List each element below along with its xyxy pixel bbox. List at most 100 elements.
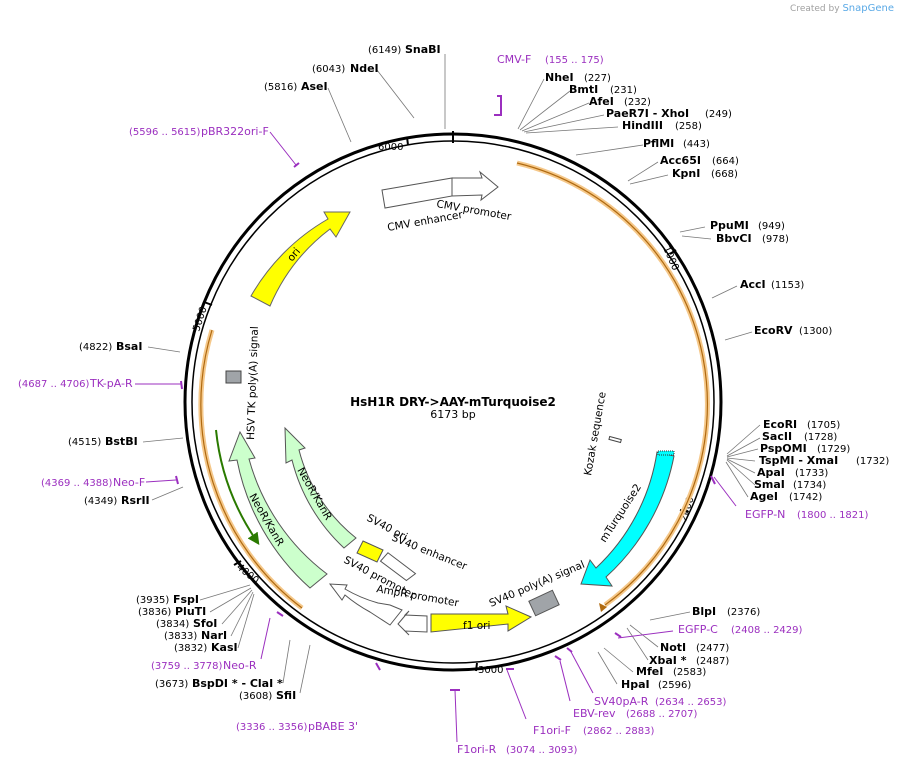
site-hindiii[interactable]: HindIII (258) bbox=[622, 119, 702, 132]
site-hindiii-position: (258) bbox=[675, 121, 702, 132]
site-tspmi-xmai-position: (1732) bbox=[856, 456, 889, 467]
tick-3000: 3000 bbox=[478, 665, 503, 676]
site-sfoi[interactable]: (3834)SfoI bbox=[156, 617, 217, 630]
site-bsai[interactable]: (4822) BsaI bbox=[79, 340, 142, 353]
primer-tk-pa-r-label: TK-pA-R bbox=[89, 377, 133, 390]
site-agei[interactable]: AgeI(1742) bbox=[750, 490, 822, 503]
site-smai[interactable]: SmaI(1734) bbox=[754, 478, 826, 491]
site-snabi-label: SnaBI bbox=[405, 43, 441, 56]
site-pspomi[interactable]: PspOMI (1729) bbox=[760, 442, 850, 455]
site-hpai[interactable]: HpaI(2596) bbox=[621, 678, 691, 691]
feature-ori: ori bbox=[250, 211, 351, 307]
site-tspmi-xmai[interactable]: TspMI - XmaI (1732) bbox=[759, 454, 889, 467]
site-xbai[interactable]: XbaI *(2487) bbox=[649, 654, 729, 667]
orf-arcs bbox=[198, 160, 710, 612]
site-tspmi-xmai-label: TspMI - XmaI bbox=[759, 454, 838, 467]
site-bmti[interactable]: BmtI(231) bbox=[569, 83, 637, 96]
primer-egfp-n[interactable]: EGFP-N(1800 .. 1821) bbox=[745, 508, 869, 521]
site-noti[interactable]: NotI(2477) bbox=[660, 641, 729, 654]
site-nari-position: (3833) bbox=[164, 631, 197, 642]
primer-pbabe-3-position: (3336 .. 3356) bbox=[236, 722, 308, 733]
primer-neo-r[interactable]: (3759 .. 3778)Neo-R bbox=[151, 659, 257, 672]
site-agei-position: (1742) bbox=[789, 492, 822, 503]
primer-pbabe-3[interactable]: (3336 .. 3356)pBABE 3' bbox=[236, 720, 358, 733]
site-pflmi-position: (443) bbox=[683, 139, 710, 150]
site-blpi-position: (2376) bbox=[727, 607, 760, 618]
primer-f1ori-r[interactable]: F1ori-R(3074 .. 3093) bbox=[457, 743, 578, 756]
site-nari[interactable]: (3833)NarI bbox=[164, 629, 227, 642]
primer-tk-pa-r-position: (4687 .. 4706) bbox=[18, 379, 90, 390]
site-ecori-label: EcoRI bbox=[763, 418, 797, 431]
site-bbvci-label: BbvCI bbox=[716, 232, 752, 245]
site-bbvci[interactable]: BbvCI(978) bbox=[716, 232, 789, 245]
site-nhei-label: NheI bbox=[545, 71, 574, 84]
primer-neo-f[interactable]: (4369 .. 4388)Neo-F bbox=[41, 476, 145, 489]
site-asei-label: AseI bbox=[301, 80, 328, 93]
site-afei[interactable]: AfeI(232) bbox=[589, 95, 651, 108]
primer-tk-pa-r[interactable]: (4687 .. 4706)TK-pA-R bbox=[18, 377, 133, 390]
site-apai-position: (1733) bbox=[795, 468, 828, 479]
site-mfei[interactable]: MfeI(2583) bbox=[636, 665, 706, 678]
site-acc65i[interactable]: Acc65I(664) bbox=[660, 154, 739, 167]
site-bspdi-clai-position: (3673) bbox=[155, 679, 188, 690]
primer-egfp-c[interactable]: EGFP-C(2408 .. 2429) bbox=[678, 623, 803, 636]
primer-f1ori-f[interactable]: F1ori-F(2862 .. 2883) bbox=[533, 724, 655, 737]
site-bstbi-position: (4515) bbox=[68, 437, 101, 448]
primer-f1ori-f-label: F1ori-F bbox=[533, 724, 571, 737]
site-ppumi[interactable]: PpuMI(949) bbox=[710, 219, 785, 232]
site-paer7i-xhoi-position: (249) bbox=[705, 109, 732, 120]
site-bsai-label: BsaI bbox=[116, 340, 142, 353]
site-bsai-position: (4822) bbox=[79, 342, 112, 353]
primer-cmv-f[interactable]: CMV-F(155 .. 175) bbox=[497, 53, 604, 66]
primer-pbr322ori-f-label: pBR322ori-F bbox=[201, 125, 269, 138]
site-apai[interactable]: ApaI(1733) bbox=[757, 466, 828, 479]
site-pluti[interactable]: (3836)PluTI bbox=[138, 605, 206, 618]
site-kasi[interactable]: (3832)KasI bbox=[174, 641, 238, 654]
site-blpi[interactable]: BlpI(2376) bbox=[692, 605, 760, 618]
neokan-outer-label: NeoR/KanR bbox=[246, 492, 286, 549]
feature-hsv-tk-polya: HSV TK poly(A) signal bbox=[225, 326, 261, 440]
site-sfoi-label: SfoI bbox=[193, 617, 217, 630]
primer-ebv-rev[interactable]: EBV-rev(2688 .. 2707) bbox=[573, 707, 698, 720]
site-fspi[interactable]: (3935)FspI bbox=[136, 593, 199, 606]
site-nhei[interactable]: NheI (227) bbox=[545, 71, 611, 84]
site-sfii-position: (3608) bbox=[239, 691, 272, 702]
site-sacii-label: SacII bbox=[762, 430, 792, 443]
primer-pbr322ori-f[interactable]: (5596 .. 5615)pBR322ori-F bbox=[129, 125, 269, 138]
site-pspomi-position: (1729) bbox=[817, 444, 850, 455]
site-ecori[interactable]: EcoRI (1705) bbox=[763, 418, 840, 431]
site-rsrii[interactable]: (4349)RsrII bbox=[84, 494, 150, 507]
primer-sv40pa-r[interactable]: SV40pA-R(2634 .. 2653) bbox=[594, 695, 727, 708]
site-hpai-label: HpaI bbox=[621, 678, 650, 691]
site-ppumi-label: PpuMI bbox=[710, 219, 749, 232]
site-acci[interactable]: AccI(1153) bbox=[740, 278, 804, 291]
site-kasi-label: KasI bbox=[211, 641, 238, 654]
site-pflmi[interactable]: PflMI(443) bbox=[643, 137, 710, 150]
site-sfii[interactable]: (3608) SfiI bbox=[239, 689, 296, 702]
site-acci-position: (1153) bbox=[771, 280, 804, 291]
primer-pbr322ori-f-position: (5596 .. 5615) bbox=[129, 127, 201, 138]
site-bspdi-clai[interactable]: (3673)BspDI * - ClaI * bbox=[155, 677, 283, 690]
primer-f1ori-r-label: F1ori-R bbox=[457, 743, 497, 756]
site-pspomi-label: PspOMI bbox=[760, 442, 807, 455]
hsv-tk-polya-label: HSV TK poly(A) signal bbox=[245, 326, 261, 440]
site-snabi[interactable]: (6149)SnaBI bbox=[368, 43, 441, 56]
site-nhei-position: (227) bbox=[584, 73, 611, 84]
site-kpni[interactable]: KpnI(668) bbox=[672, 167, 738, 180]
site-ecorv[interactable]: EcoRV(1300) bbox=[754, 324, 832, 337]
site-ecori-position: (1705) bbox=[807, 420, 840, 431]
site-bstbi[interactable]: (4515)BstBI bbox=[68, 435, 138, 448]
snapgene-brand: Created by SnapGene bbox=[790, 3, 894, 14]
site-hindiii-label: HindIII bbox=[622, 119, 663, 132]
feature-sv40-polya: SV40 poly(A) signal bbox=[487, 559, 587, 617]
site-paer7i-xhoi-label: PaeR7I - XhoI bbox=[606, 107, 689, 120]
site-sfii-label: SfiI bbox=[276, 689, 296, 702]
site-ndei[interactable]: (6043)NdeI bbox=[312, 62, 379, 75]
site-paer7i-xhoi[interactable]: PaeR7I - XhoI (249) bbox=[606, 107, 732, 120]
brand-created-by: Created by bbox=[790, 4, 840, 14]
site-rsrii-label: RsrII bbox=[121, 494, 150, 507]
plasmid-name: HsH1R DRY->AAY-mTurquoise2 bbox=[350, 395, 556, 409]
site-smai-position: (1734) bbox=[793, 480, 826, 491]
site-asei[interactable]: (5816)AseI bbox=[264, 80, 328, 93]
site-sacii[interactable]: SacII(1728) bbox=[762, 430, 837, 443]
